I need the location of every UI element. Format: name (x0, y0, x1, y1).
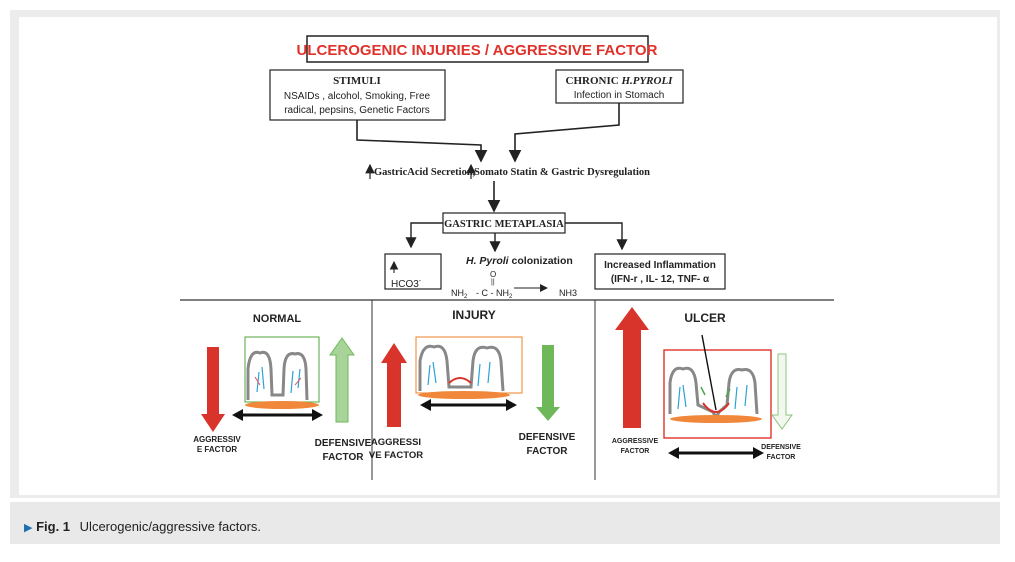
metaplasia-text: GASTRIC METAPLASIA (444, 219, 564, 230)
normal-base (245, 401, 319, 409)
injury-label: INJURY (452, 308, 496, 322)
chronic-line1: Infection in Stomach (574, 90, 665, 101)
aggressive-down-arrow (201, 347, 225, 432)
injury-damage (448, 377, 472, 384)
chronic-box (555, 69, 684, 104)
ulcer-base (670, 415, 762, 423)
branch-right (565, 222, 628, 251)
ulcer-balance-left-head (668, 447, 679, 459)
caption-marker-icon: ▶ (24, 522, 33, 534)
figure-panel: ULCEROGENIC INJURIES / AGGRESSIVE FACTOR… (19, 17, 997, 495)
urea-center: - C - NH2 (476, 288, 513, 300)
stimuli-heading: STIMULI (333, 75, 381, 87)
normal-label: NORMAL (253, 313, 302, 325)
defensive-down-arrow (536, 345, 560, 421)
colonization-text: H. Pyroli colonization (466, 255, 573, 267)
normal-balance-right-head (312, 409, 323, 421)
stimuli-line1: NSAIDs , alcohol, Smoking, Free (284, 91, 431, 102)
ulcer-label: ULCER (684, 311, 726, 325)
inflammation-line1: Increased Inflammation (604, 260, 716, 271)
secretion-left: GastricAcid Secretion, (374, 167, 476, 178)
inflammation-box (594, 253, 726, 290)
urea-bond: || (491, 279, 495, 286)
aggressive-up-arrow (381, 343, 407, 427)
defensive-down-arrow-faint (771, 353, 793, 430)
urea-nh2-left: NH2 (451, 288, 468, 300)
stimuli-line2: radical, pepsins, Genetic Factors (284, 105, 430, 116)
title-text: ULCEROGENIC INJURIES / AGGRESSIVE FACTOR (297, 42, 658, 59)
ulcer-diagram: ULCEROGENIC INJURIES / AGGRESSIVE FACTOR… (180, 35, 834, 480)
urea-o: O (490, 270, 496, 279)
defensive-up-arrow (329, 337, 355, 423)
urea-nh3: NH3 (559, 288, 577, 298)
ulcer-vessels (677, 384, 748, 410)
normal-vessels-red (254, 376, 302, 386)
stimuli-connector (356, 120, 488, 163)
caption-bar (10, 502, 1000, 544)
ulcer-green-lesion (700, 386, 731, 398)
aggressive-up-arrow-large (615, 307, 649, 428)
figure-caption: ▶ Fig. 1 Ulcerogenic/aggressive factors. (24, 519, 261, 534)
ulcer-tissue-box (663, 349, 772, 439)
stimuli-box (269, 69, 446, 121)
hco3-text: HCO3- (391, 278, 422, 290)
title-box (306, 35, 649, 63)
secretion-right: Somato Statin & Gastric Dysregulation (474, 167, 650, 178)
ulcer-pointer (701, 334, 717, 411)
ulcer-crater (702, 402, 730, 413)
injury-balance-left-head (420, 399, 431, 411)
branch-left (405, 222, 443, 249)
chronic-heading: CHRONIC H.PYROLI (566, 75, 674, 87)
injury-base (418, 391, 510, 399)
injury-vessels (427, 361, 491, 387)
figure-number: Fig. 1 (36, 519, 71, 534)
inflammation-line2: (IFN-r , IL- 12, TNF- α (611, 274, 710, 285)
injury-villi (418, 344, 505, 392)
chronic-connector (508, 103, 620, 163)
caption-text: Ulcerogenic/aggressive factors. (79, 519, 262, 534)
injury-balance-right-head (506, 399, 517, 411)
normal-balance-left-head (232, 409, 243, 421)
ulcer-balance-right-head (753, 447, 764, 459)
normal-villi (246, 350, 309, 401)
